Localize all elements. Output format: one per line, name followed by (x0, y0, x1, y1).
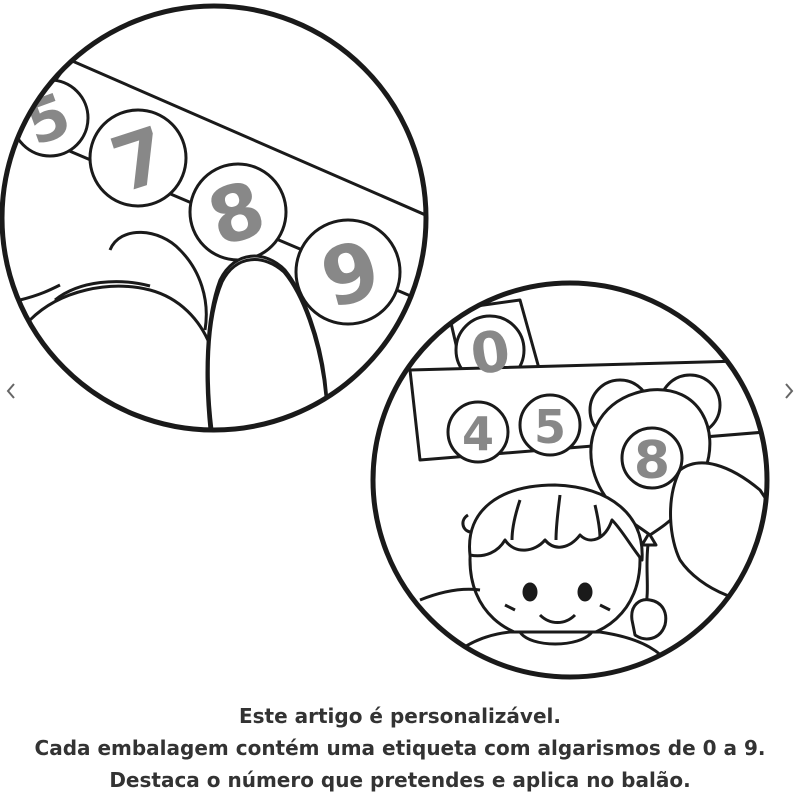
product-caption: Este artigo é personalizável. Cada embal… (0, 700, 800, 796)
gallery-next-button[interactable] (778, 376, 800, 406)
bottom-detail-circle: 0 4 5 8 (370, 280, 770, 680)
caption-line-3: Destaca o número que pretendes e aplica … (109, 768, 691, 792)
gallery-prev-button[interactable] (0, 376, 22, 406)
chevron-left-icon (6, 383, 15, 399)
caption-line-1: Este artigo é personalizável. (238, 704, 561, 728)
chevron-right-icon (785, 383, 794, 399)
balloon-digit: 8 (634, 431, 670, 491)
sticker-digit: 0 (467, 319, 515, 389)
sticker-digit: 5 (534, 400, 566, 454)
caption-line-2: Cada embalagem contém uma etiqueta com a… (34, 736, 766, 760)
sticker-digit: 4 (462, 407, 494, 461)
product-illustration: 5 7 8 9 (0, 3, 770, 680)
top-detail-circle: 5 7 8 9 (0, 3, 429, 433)
